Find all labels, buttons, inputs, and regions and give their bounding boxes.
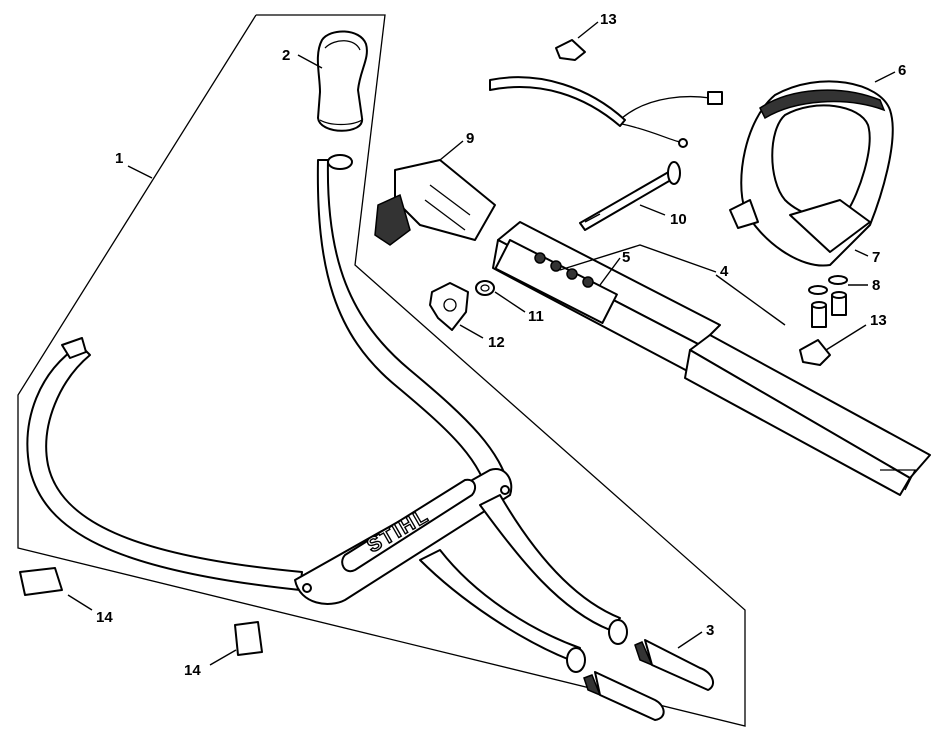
throttle-cable	[489, 76, 723, 148]
end-caps	[19, 567, 263, 656]
grip	[316, 30, 368, 132]
callout-14-left: 14	[96, 609, 113, 626]
handle-housing	[374, 159, 496, 246]
assembly-boundary	[17, 14, 746, 727]
callout-12: 12	[488, 334, 505, 351]
callout-4: 4	[720, 263, 729, 280]
callout-11: 11	[528, 308, 544, 325]
leader-lines	[67, 21, 896, 666]
callout-14-bottom: 14	[184, 662, 201, 679]
end-plugs	[583, 639, 715, 721]
callout-13-right: 13	[870, 312, 887, 329]
loop-handle	[729, 80, 894, 267]
housing-shaft	[492, 221, 931, 496]
callout-3: 3	[706, 622, 714, 639]
callout-8: 8	[872, 277, 880, 294]
callout-1: 1	[115, 150, 123, 167]
callout-13-top: 13	[600, 11, 617, 28]
callout-6: 6	[898, 62, 906, 79]
callout-9: 9	[466, 130, 474, 147]
callout-labels: 1 2 3 4 5 6 7 8 9 10 11 12 13 13 14 14	[96, 11, 906, 679]
clips	[555, 39, 831, 366]
callout-5: 5	[622, 249, 630, 266]
washer	[475, 280, 495, 296]
callout-2: 2	[282, 47, 290, 64]
callout-7: 7	[872, 249, 880, 266]
callout-10: 10	[670, 211, 687, 228]
screws-washers	[808, 275, 848, 328]
warning-label	[494, 239, 618, 324]
star-knob	[429, 282, 469, 331]
bolt	[579, 161, 681, 231]
